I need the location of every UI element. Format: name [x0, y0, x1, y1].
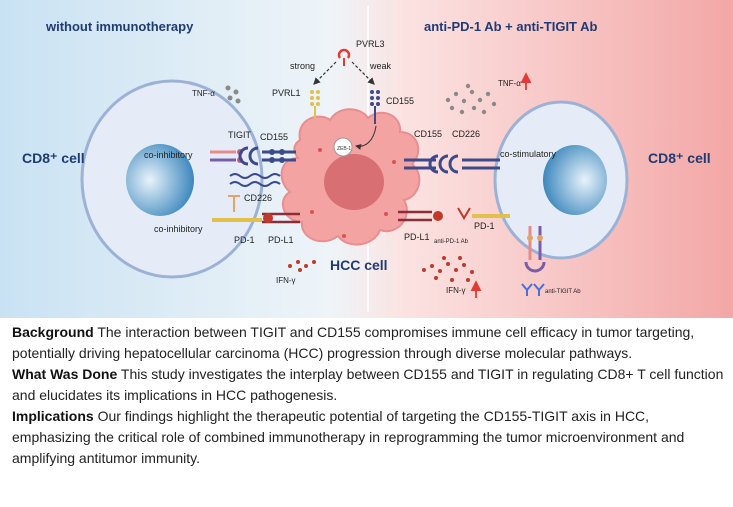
left-cd8-cell	[80, 79, 264, 279]
anti-tigit-antibody-icon	[521, 283, 545, 296]
cd155-left-label: CD155	[260, 132, 288, 142]
summary-text: Background The interaction between TIGIT…	[12, 322, 724, 469]
ifn-left-label: IFN-γ	[276, 276, 296, 285]
pd1-right-label: PD-1	[474, 221, 495, 231]
what-was-done-heading: What Was Done	[12, 366, 118, 382]
tigit-cd155-complex	[210, 146, 296, 166]
zeb1-tag: ZEB-1	[333, 137, 353, 157]
tigit-receptor-right	[524, 226, 546, 273]
implications-body: Our findings highlight the therapeutic p…	[12, 408, 685, 466]
right-title: anti-PD-1 Ab + anti-TIGIT Ab	[424, 19, 598, 34]
ifn-left-dots	[288, 260, 316, 272]
cd226-right-label: CD226	[452, 129, 480, 139]
cd226-left-receptor	[229, 173, 281, 187]
pvrl3-icon	[337, 48, 351, 66]
internalization-arrow	[355, 125, 377, 150]
left-title: without immunotherapy	[45, 19, 194, 34]
pd1-left-label: PD-1	[234, 235, 255, 245]
inhibition-bar	[228, 195, 240, 212]
weak-arrow	[351, 61, 375, 85]
cd155-top-label: CD155	[386, 96, 414, 106]
cd155-right-label: CD155	[414, 129, 442, 139]
background-paragraph: Background The interaction between TIGIT…	[12, 322, 724, 364]
svg-text:ZEB-1: ZEB-1	[337, 146, 351, 152]
graphical-abstract: without immunotherapy anti-PD-1 Ab + ant…	[0, 0, 733, 318]
pd1-pdl1-left-complex	[212, 212, 300, 224]
strong-arrow	[313, 61, 337, 85]
cd155-receptor-icon	[370, 90, 380, 124]
right-cd8-cell	[493, 100, 629, 260]
strong-label: strong	[290, 61, 315, 71]
hcc-cell	[280, 108, 421, 246]
pvrl1-label: PVRL1	[272, 88, 301, 98]
tnf-left-dots	[225, 85, 241, 104]
anti-tigit-label: anti-TIGIT Ab	[545, 289, 581, 295]
cd155-cd226-complex	[404, 154, 500, 174]
hcc-cell-label: HCC cell	[330, 257, 388, 273]
tnf-left-label: TNF-α	[192, 89, 215, 98]
pdl1-left-label: PD-L1	[268, 235, 294, 245]
right-cell-label: CD8⁺ cell	[648, 150, 711, 166]
implications-heading: Implications	[12, 408, 94, 424]
anti-pd1-label: anti-PD-1 Ab	[434, 239, 469, 245]
background-heading: Background	[12, 324, 94, 340]
co-stimulatory-label: co-stimulatory	[500, 149, 557, 159]
co-inhibitory-2-label: co-inhibitory	[154, 224, 203, 234]
implications-paragraph: Implications Our findings highlight the …	[12, 406, 724, 469]
weak-label: weak	[369, 61, 392, 71]
ifn-right-dots	[422, 256, 474, 282]
what-was-done-body: This study investigates the interplay be…	[12, 366, 724, 403]
background-body: The interaction between TIGIT and CD155 …	[12, 324, 695, 361]
what-was-done-paragraph: What Was Done This study investigates th…	[12, 364, 724, 406]
ifn-right-label: IFN-γ	[446, 286, 466, 295]
pd1-pdl1-right-complex	[398, 207, 510, 222]
tnf-right-dots	[445, 83, 497, 115]
cd226-left-label: CD226	[244, 193, 272, 203]
tigit-label: TIGIT	[228, 130, 251, 140]
pdl1-right-label: PD-L1	[404, 232, 430, 242]
left-cell-label: CD8⁺ cell	[22, 150, 85, 166]
pvrl1-receptor-icon	[310, 90, 320, 118]
pvrl3-label: PVRL3	[356, 39, 385, 49]
co-inhibitory-1-label: co-inhibitory	[144, 150, 193, 160]
tnf-right-label: TNF-α	[498, 79, 521, 88]
